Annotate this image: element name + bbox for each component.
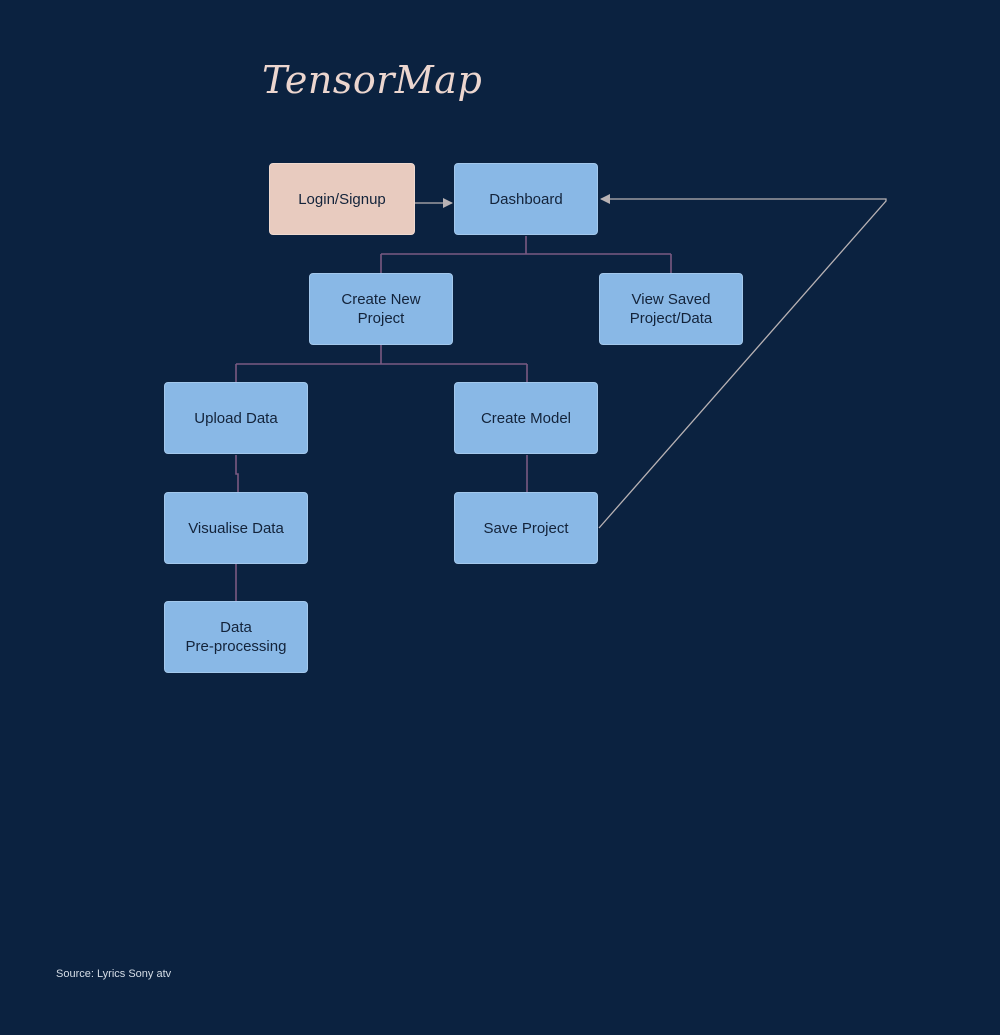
node-login-signup[interactable]: Login/Signup [269, 163, 415, 235]
node-create-model-label: Create Model [480, 409, 572, 427]
arrow-save-to-dashboard [598, 194, 887, 529]
node-data-preprocessing-label: Data Pre-processing [185, 619, 287, 655]
node-dashboard-label: Dashboard [489, 190, 563, 208]
node-dashboard[interactable]: Dashboard [454, 163, 598, 235]
node-upload-data[interactable]: Upload Data [164, 382, 308, 454]
node-login-signup-label: Login/Signup [298, 190, 386, 208]
node-visualise-data[interactable]: Visualise Data [164, 492, 308, 564]
edge-upload-to-visualise [235, 455, 239, 492]
node-create-model[interactable]: Create Model [454, 382, 598, 454]
node-upload-data-label: Upload Data [194, 409, 278, 427]
tree-create-project-children [235, 345, 528, 382]
tree-dashboard-children [380, 236, 672, 273]
node-create-new-project-label: Create New Project [341, 291, 421, 327]
node-visualise-data-label: Visualise Data [188, 519, 284, 537]
diagram-title: TensorMap [262, 58, 483, 102]
node-save-project-label: Save Project [483, 519, 569, 537]
node-create-new-project[interactable]: Create New Project [309, 273, 453, 345]
node-view-saved[interactable]: View Saved Project/Data [599, 273, 743, 345]
source-note: Source: Lyrics Sony atv [56, 968, 172, 980]
node-save-project[interactable]: Save Project [454, 492, 598, 564]
node-view-saved-label: View Saved Project/Data [629, 291, 713, 327]
node-data-preprocessing[interactable]: Data Pre-processing [164, 601, 308, 673]
